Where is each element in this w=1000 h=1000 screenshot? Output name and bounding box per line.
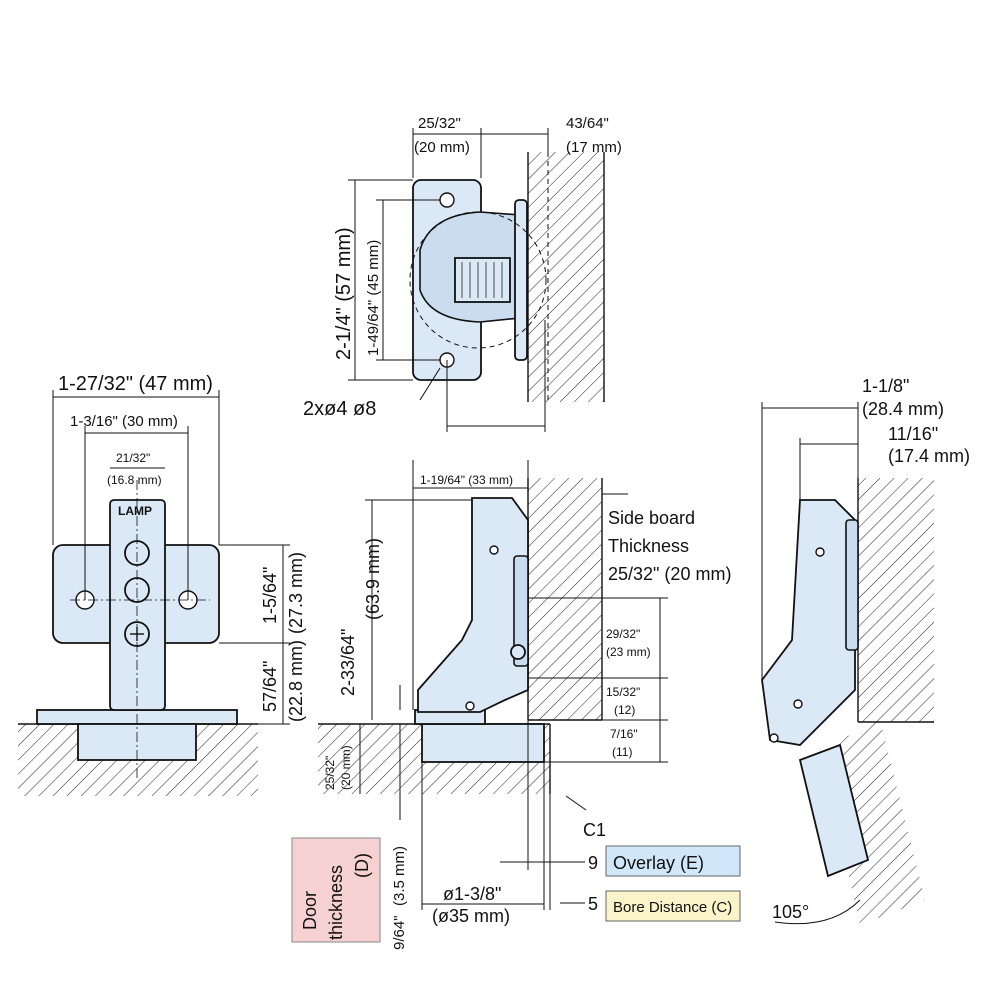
front-lower-height-mm: (22.8 mm) [286, 640, 306, 722]
holes-label: 2xø4 ø8 [303, 398, 376, 420]
side-view: 1-19/64" (33 mm) Side board Thickness 25… [291, 460, 741, 950]
front-view: LAMP 1-27/32" (47 mm) 1-3/16" (30 mm) 21… [18, 373, 306, 796]
side-dim-b-mm: (12) [614, 703, 635, 717]
side-depth: 1-19/64" (33 mm) [420, 473, 513, 487]
side-arm [417, 497, 529, 713]
top-view-wall [528, 152, 604, 402]
overlay-label: Overlay (E) [613, 853, 704, 873]
bore-box [605, 890, 741, 922]
top-offset-in: 43/64" [566, 115, 609, 132]
bore-value: 5 [588, 894, 598, 914]
open-view: 1-1/8" (28.4 mm) 11/16" (17.4 mm) 105° [761, 376, 970, 925]
front-arm [109, 499, 166, 711]
front-upper-height-mm: (27.3 mm) [286, 552, 306, 634]
side-height-in: 2-33/64" [338, 629, 358, 696]
front-hole-spacing: 1-3/16" (30 mm) [70, 413, 178, 430]
c1-label: C1 [583, 820, 606, 840]
front-center-width-in: 21/32" [116, 451, 150, 465]
hinge-mechanism [454, 257, 511, 303]
door-thickness-2: thickness [326, 865, 346, 940]
open-offset-in: 11/16" [888, 424, 938, 444]
open-mount [845, 519, 859, 651]
open-arm [761, 499, 856, 746]
side-mount [513, 555, 529, 667]
top-view: 25/32" (20 mm) 43/64" (17 mm) 2-1/4" (57… [303, 115, 622, 432]
open-width-mm: (28.4 mm) [862, 399, 944, 419]
front-overall-width: 1-27/32" (47 mm) [58, 373, 213, 395]
side-board [528, 478, 602, 720]
door-thickness-3: (D) [352, 853, 372, 878]
side-board-label-2: Thickness [608, 536, 689, 556]
side-dim-a-in: 29/32" [606, 627, 640, 641]
screw-hole-icon [439, 192, 455, 208]
top-width-in: 25/32" [418, 115, 461, 132]
top-height-outer: 2-1/4" (57 mm) [333, 227, 355, 360]
hinge-cup-edge [514, 199, 528, 361]
overlay-value: 9 [588, 853, 598, 873]
top-height-inner: 1-49/64" (45 mm) [365, 240, 382, 356]
open-cup [798, 743, 870, 878]
side-board-label-3: 25/32" (20 mm) [608, 564, 731, 584]
side-cup-depth: 9/64" [391, 915, 408, 950]
side-height-mm: (63.9 mm) [363, 538, 383, 620]
front-center-width-mm: (16.8 mm) [107, 473, 162, 487]
open-offset-mm: (17.4 mm) [888, 446, 970, 466]
overlay-box [605, 845, 741, 877]
side-dim-c-in: 7/16" [610, 727, 638, 741]
side-cup-diameter-mm: (ø35 mm) [432, 906, 510, 926]
front-lower-height-in: 57/64" [260, 661, 280, 712]
top-width-mm: (20 mm) [414, 139, 470, 156]
top-offset-mm: (17 mm) [566, 139, 622, 156]
side-dim-b-in: 15/32" [606, 685, 640, 699]
open-width-in: 1-1/8" [862, 376, 909, 396]
side-board-label-1: Side board [608, 508, 695, 528]
logo-text: LAMP [118, 504, 152, 518]
side-cup-depth-mm: (3.5 mm) [391, 846, 408, 906]
door-thickness-box [291, 837, 381, 943]
side-door-in: 25/32" [323, 756, 337, 790]
side-door-mm: (20 mm) [339, 745, 353, 790]
open-angle: 105° [772, 902, 809, 922]
side-cup [421, 723, 545, 763]
open-side-board [858, 478, 934, 722]
bore-label: Bore Distance (C) [613, 899, 732, 916]
side-dim-c-mm: (11) [612, 745, 632, 759]
front-upper-height-in: 1-5/64" [260, 567, 280, 624]
side-dim-a-mm: (23 mm) [606, 645, 651, 659]
door-thickness-1: Door [300, 891, 320, 930]
side-cup-diameter: ø1-3/8" [443, 884, 501, 904]
